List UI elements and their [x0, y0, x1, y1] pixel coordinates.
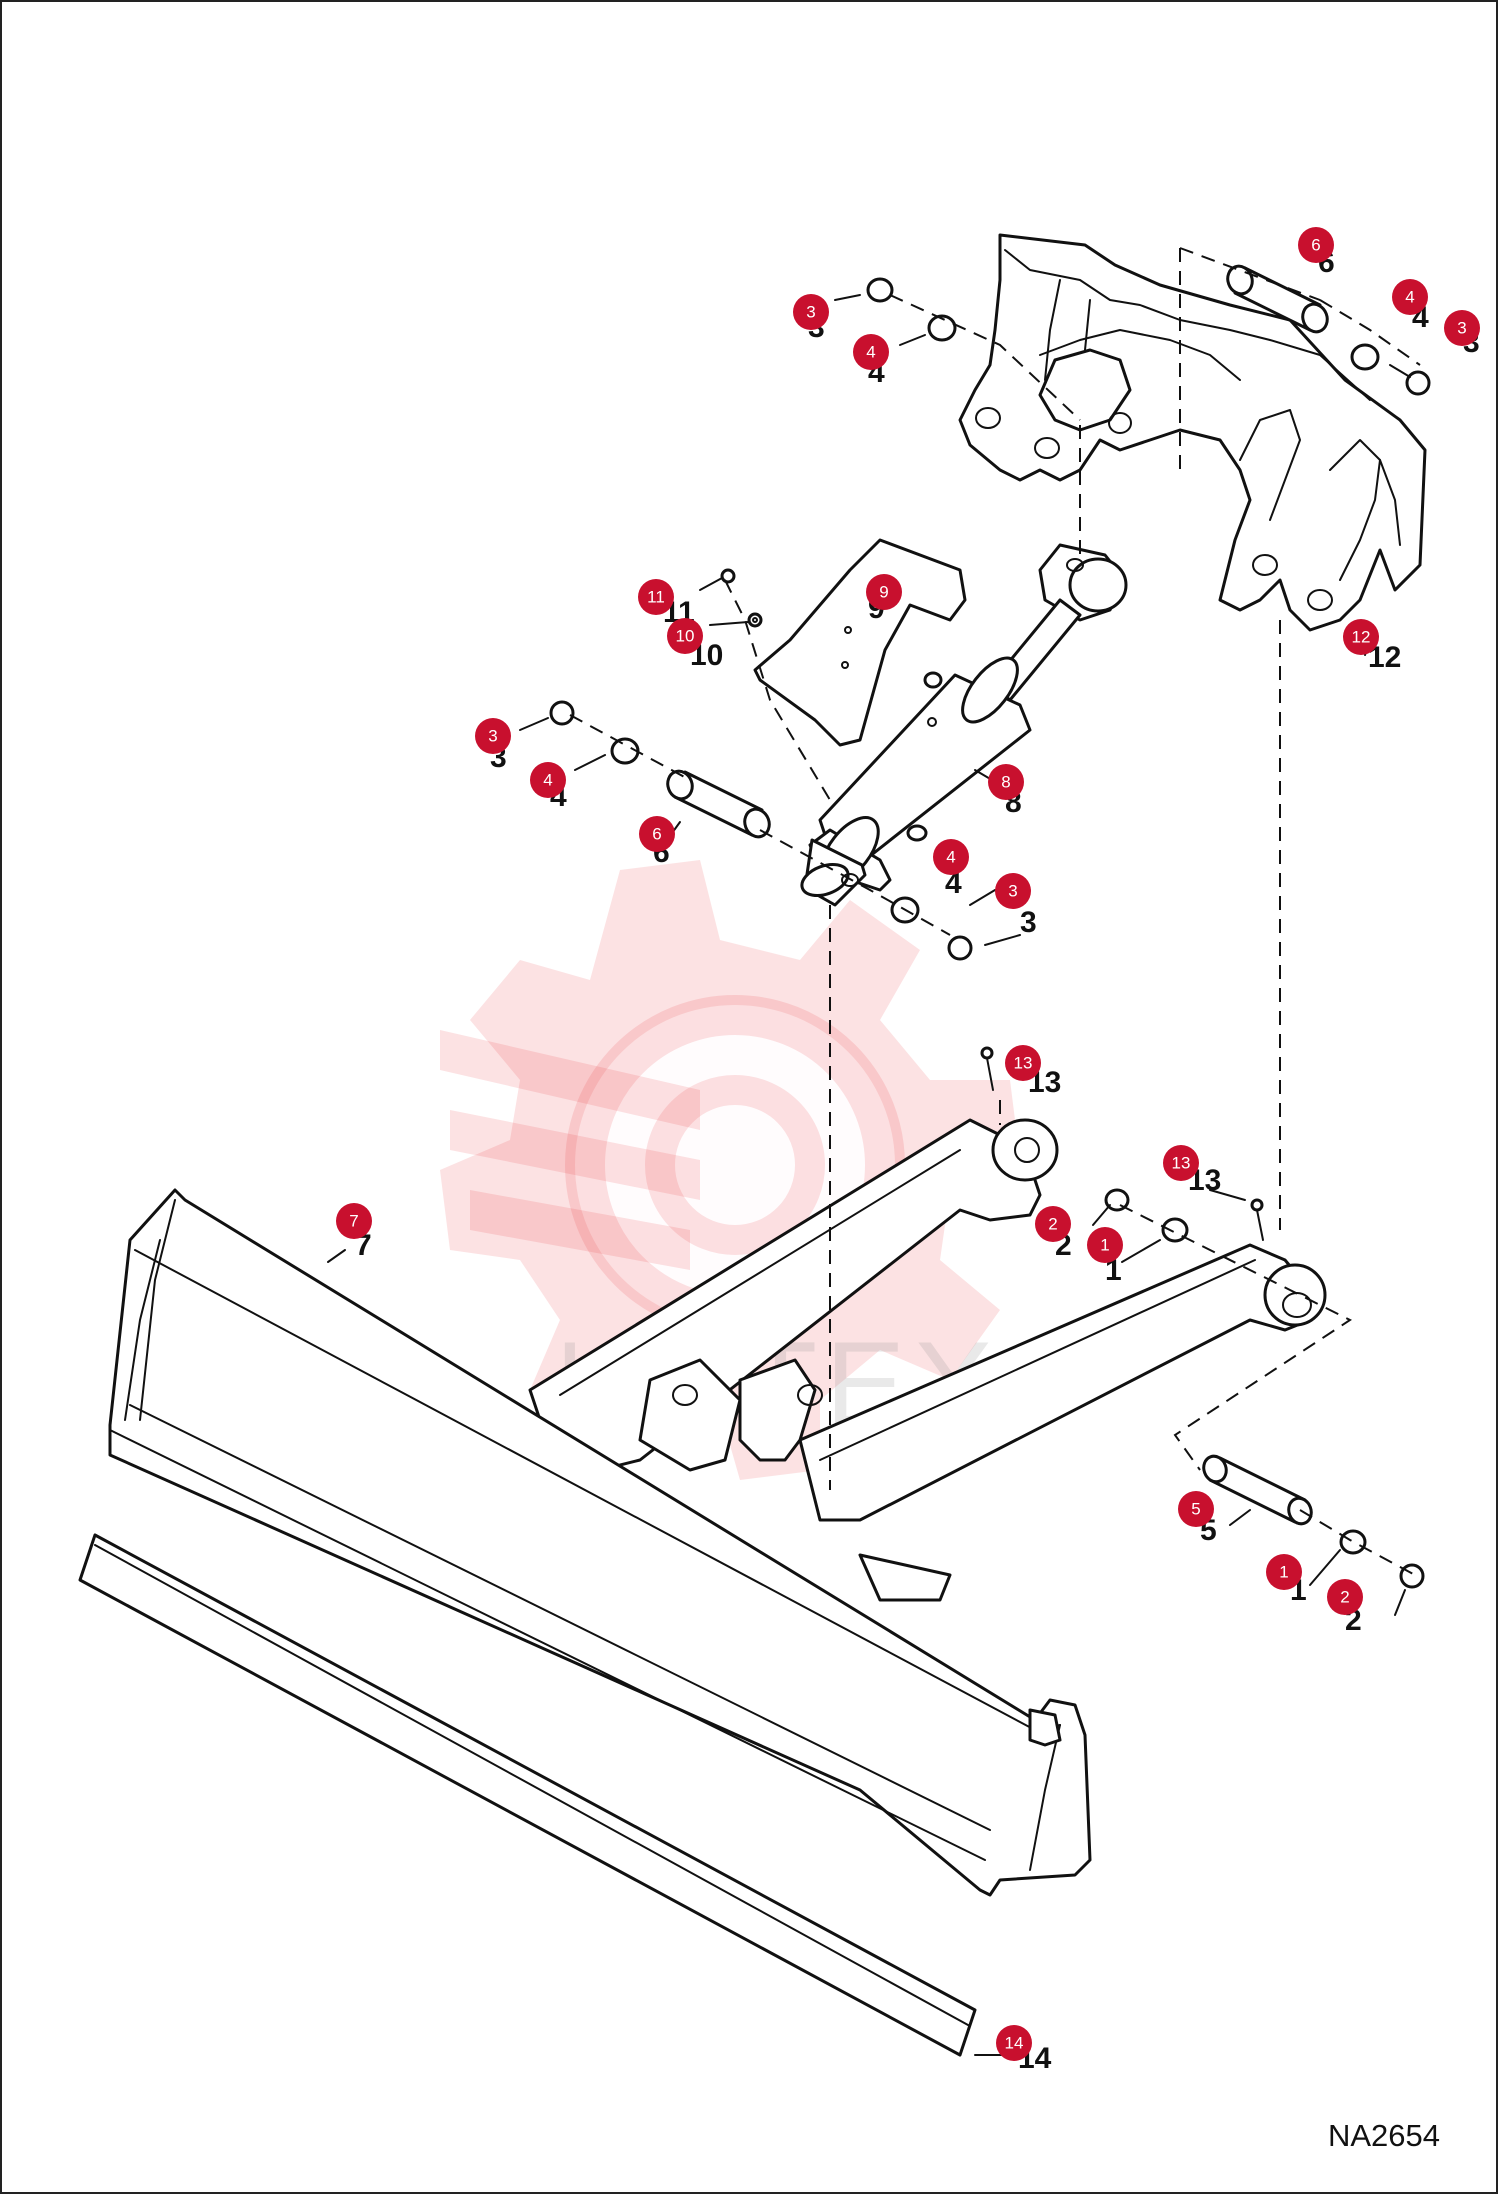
figure-code: NA2654 [1327, 2118, 1440, 2153]
callout-badge: 10 [667, 618, 703, 654]
part-4-washer-top-right [1350, 343, 1380, 371]
part-1-washer-upper [1161, 1217, 1189, 1243]
callout-badge: 12 [1343, 619, 1379, 655]
callout-badge: 7 [336, 1203, 372, 1239]
callout-badge: 3 [995, 873, 1031, 909]
part-1-washer-lower [1339, 1529, 1367, 1555]
callout-badge: 1 [1266, 1554, 1302, 1590]
part-13-grease-fitting-upper [980, 1046, 994, 1091]
svg-text:11: 11 [647, 588, 665, 607]
svg-text:10: 10 [676, 627, 695, 646]
svg-text:3: 3 [488, 727, 497, 746]
rings-group [549, 277, 1431, 1589]
callout-badge: 4 [853, 334, 889, 370]
callout-badge: 9 [866, 574, 902, 610]
part-6-pin-mid [666, 769, 771, 839]
svg-text:13: 13 [1014, 1054, 1033, 1073]
callout-badge: 4 [1392, 279, 1428, 315]
printed-number: 3 [1020, 906, 1037, 939]
part-3-ring-top-left [866, 277, 894, 303]
part-11-nut [720, 568, 736, 584]
callout-badge: 8 [988, 764, 1024, 800]
svg-text:3: 3 [806, 303, 815, 322]
part-2-ring-upper [1104, 1188, 1130, 1212]
part-14-cutting-edge [78, 1533, 977, 2057]
callout-badge: 5 [1178, 1491, 1214, 1527]
svg-text:13: 13 [1172, 1154, 1191, 1173]
part-4-washer-top-left [927, 314, 957, 342]
callout-badge: 2 [1035, 1206, 1071, 1242]
part-5-pin [1202, 1454, 1313, 1526]
svg-text:4: 4 [946, 848, 955, 867]
part-2-ring-lower [1399, 1563, 1425, 1589]
callout-badge: 3 [1444, 310, 1480, 346]
callout-badge: 3 [793, 294, 829, 330]
svg-text:3: 3 [1457, 319, 1466, 338]
part-8-hydraulic-cylinder [800, 543, 1128, 907]
svg-text:1: 1 [1279, 1563, 1288, 1582]
svg-text:2: 2 [1048, 1215, 1057, 1234]
callout-badge: 13 [1005, 1045, 1041, 1081]
part-12-mount-frame [958, 233, 1427, 632]
callout-badge: 6 [1298, 227, 1334, 263]
callout-badge: 11 [638, 579, 674, 615]
callout-badge: 3 [475, 718, 511, 754]
svg-text:3: 3 [1008, 882, 1017, 901]
callout-badge: 4 [530, 762, 566, 798]
svg-text:8: 8 [1001, 773, 1010, 792]
alignment-lines [569, 247, 1421, 1576]
svg-text:12: 12 [1352, 628, 1371, 647]
part-3-ring-mid-right [947, 935, 973, 961]
callout-badge: 4 [933, 839, 969, 875]
svg-text:4: 4 [1405, 288, 1414, 307]
svg-text:1: 1 [1100, 1236, 1109, 1255]
callout-badge: 14 [996, 2025, 1032, 2061]
printed-number: 4 [945, 867, 962, 900]
svg-text:7: 7 [349, 1212, 358, 1231]
callout-badge: 2 [1327, 1579, 1363, 1615]
svg-text:9: 9 [879, 583, 888, 602]
part-13-grease-fitting-right [1250, 1198, 1264, 1241]
svg-text:6: 6 [652, 825, 661, 844]
svg-text:14: 14 [1005, 2034, 1024, 2053]
callout-badge: 6 [639, 816, 675, 852]
part-7-blade [108, 1118, 1327, 1897]
svg-text:5: 5 [1191, 1500, 1200, 1519]
callout-badges: 6 4 3 3 4 12 11 10 9 3 4 6 8 4 3 13 13 2… [336, 227, 1480, 2061]
svg-text:4: 4 [866, 343, 875, 362]
svg-text:6: 6 [1311, 236, 1320, 255]
part-4-washer-mid-right [890, 896, 920, 924]
part-10-washer [747, 612, 763, 628]
callout-badge: 1 [1087, 1227, 1123, 1263]
svg-text:2: 2 [1340, 1588, 1349, 1607]
callout-badge: 13 [1163, 1145, 1199, 1181]
part-4-washer-mid-left [610, 737, 640, 765]
part-3-ring-top-right [1405, 370, 1431, 396]
svg-text:4: 4 [543, 771, 552, 790]
part-3-ring-mid-left [549, 700, 575, 726]
